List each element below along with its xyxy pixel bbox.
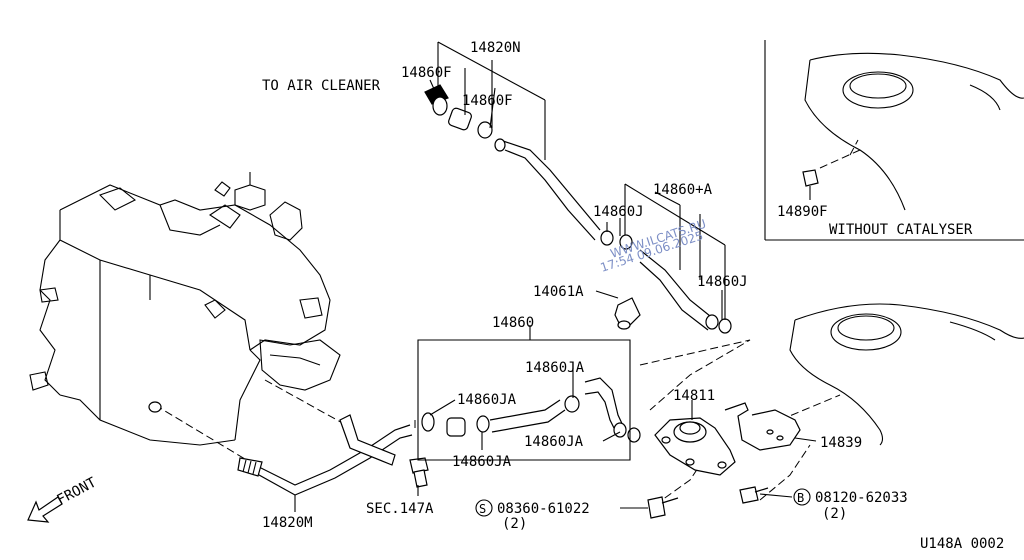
label-to-air-cleaner: TO AIR CLEANER <box>262 78 381 94</box>
hose-14820N <box>424 84 601 241</box>
label-14839: 14839 <box>820 435 862 451</box>
bolt-s-letter: S <box>479 502 486 516</box>
label-14820N: 14820N <box>470 40 521 56</box>
label-bolt-s-qty: (2) <box>502 516 527 532</box>
label-14890F: 14890F <box>777 204 828 220</box>
bracket-14839 <box>724 402 801 451</box>
label-14860F-b: 14860F <box>462 93 513 109</box>
front-arrow-icon <box>27 496 63 523</box>
bolt-b-letter: B <box>797 491 804 505</box>
hose-group-14860 <box>421 377 641 443</box>
diagram-code: U148A 0002 <box>920 536 1004 552</box>
label-without-catalyser: WITHOUT CATALYSER <box>829 222 973 238</box>
hose-group-14860-plus-A <box>600 230 732 334</box>
bolt-s <box>647 496 679 519</box>
bolt-b-circle <box>793 488 811 506</box>
label-front: FRONT <box>54 474 99 508</box>
pcv-valve-14811 <box>654 417 736 476</box>
label-14860JA-b: 14860JA <box>457 392 517 408</box>
bolt-s-circle <box>475 499 493 517</box>
hose-14820M <box>237 424 413 496</box>
label-14860JA-d: 14860JA <box>452 454 512 470</box>
label-sec147A: SEC.147A <box>366 501 434 517</box>
bolt-b <box>739 486 769 504</box>
air-cleaner-lower <box>789 303 1024 446</box>
label-bolt-s-part: 08360-61022 <box>497 501 590 517</box>
label-14860JA-a: 14860JA <box>525 360 585 376</box>
label-14860JA-c: 14860JA <box>524 434 584 450</box>
clip-14061A <box>614 297 641 330</box>
bracket <box>339 414 396 466</box>
engine-block <box>29 172 341 446</box>
bolt-sec147A <box>409 457 429 488</box>
grommet <box>148 401 162 413</box>
label-14860-plus-A: 14860+A <box>653 182 713 198</box>
label-14061A: 14061A <box>533 284 584 300</box>
label-bolt-b-qty: (2) <box>822 506 847 522</box>
label-bolt-b-part: 08120-62033 <box>815 490 908 506</box>
callout-leaders <box>294 41 817 512</box>
label-14860J-a: 14860J <box>593 204 644 220</box>
label-14860F-a: 14860F <box>401 65 452 81</box>
label-14860J-b: 14860J <box>697 274 748 290</box>
label-14820M: 14820M <box>262 515 313 531</box>
air-cleaner-inset-top <box>764 40 1024 241</box>
label-14811: 14811 <box>673 388 715 404</box>
label-14860: 14860 <box>492 315 534 331</box>
